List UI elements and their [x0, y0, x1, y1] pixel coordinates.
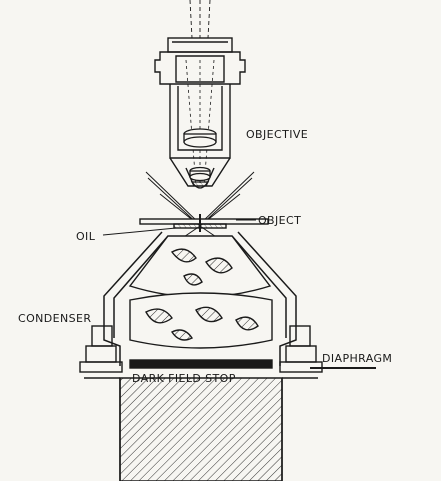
object-label: OBJECT	[258, 214, 301, 227]
condenser-housing	[103, 231, 297, 366]
objective-lenses	[183, 128, 217, 189]
leader-lines	[102, 219, 256, 236]
dark-field-stop-label: DARK FIELD STOP	[132, 372, 236, 385]
objective-rays	[185, 59, 215, 187]
dark-field-stop	[129, 359, 273, 369]
light-rays-top	[189, 0, 211, 39]
condenser-base	[119, 377, 283, 481]
condenser-label: CONDENSER	[18, 312, 91, 325]
object-slide	[139, 214, 269, 232]
condenser-lower-lens	[129, 292, 273, 349]
diaphragm-label: DIAPHRAGM	[322, 352, 392, 365]
condenser-upper-lens	[128, 235, 272, 298]
left-clamp	[79, 325, 123, 379]
oil-label: OIL	[76, 230, 96, 243]
objective-label: OBJECTIVE	[246, 128, 308, 141]
